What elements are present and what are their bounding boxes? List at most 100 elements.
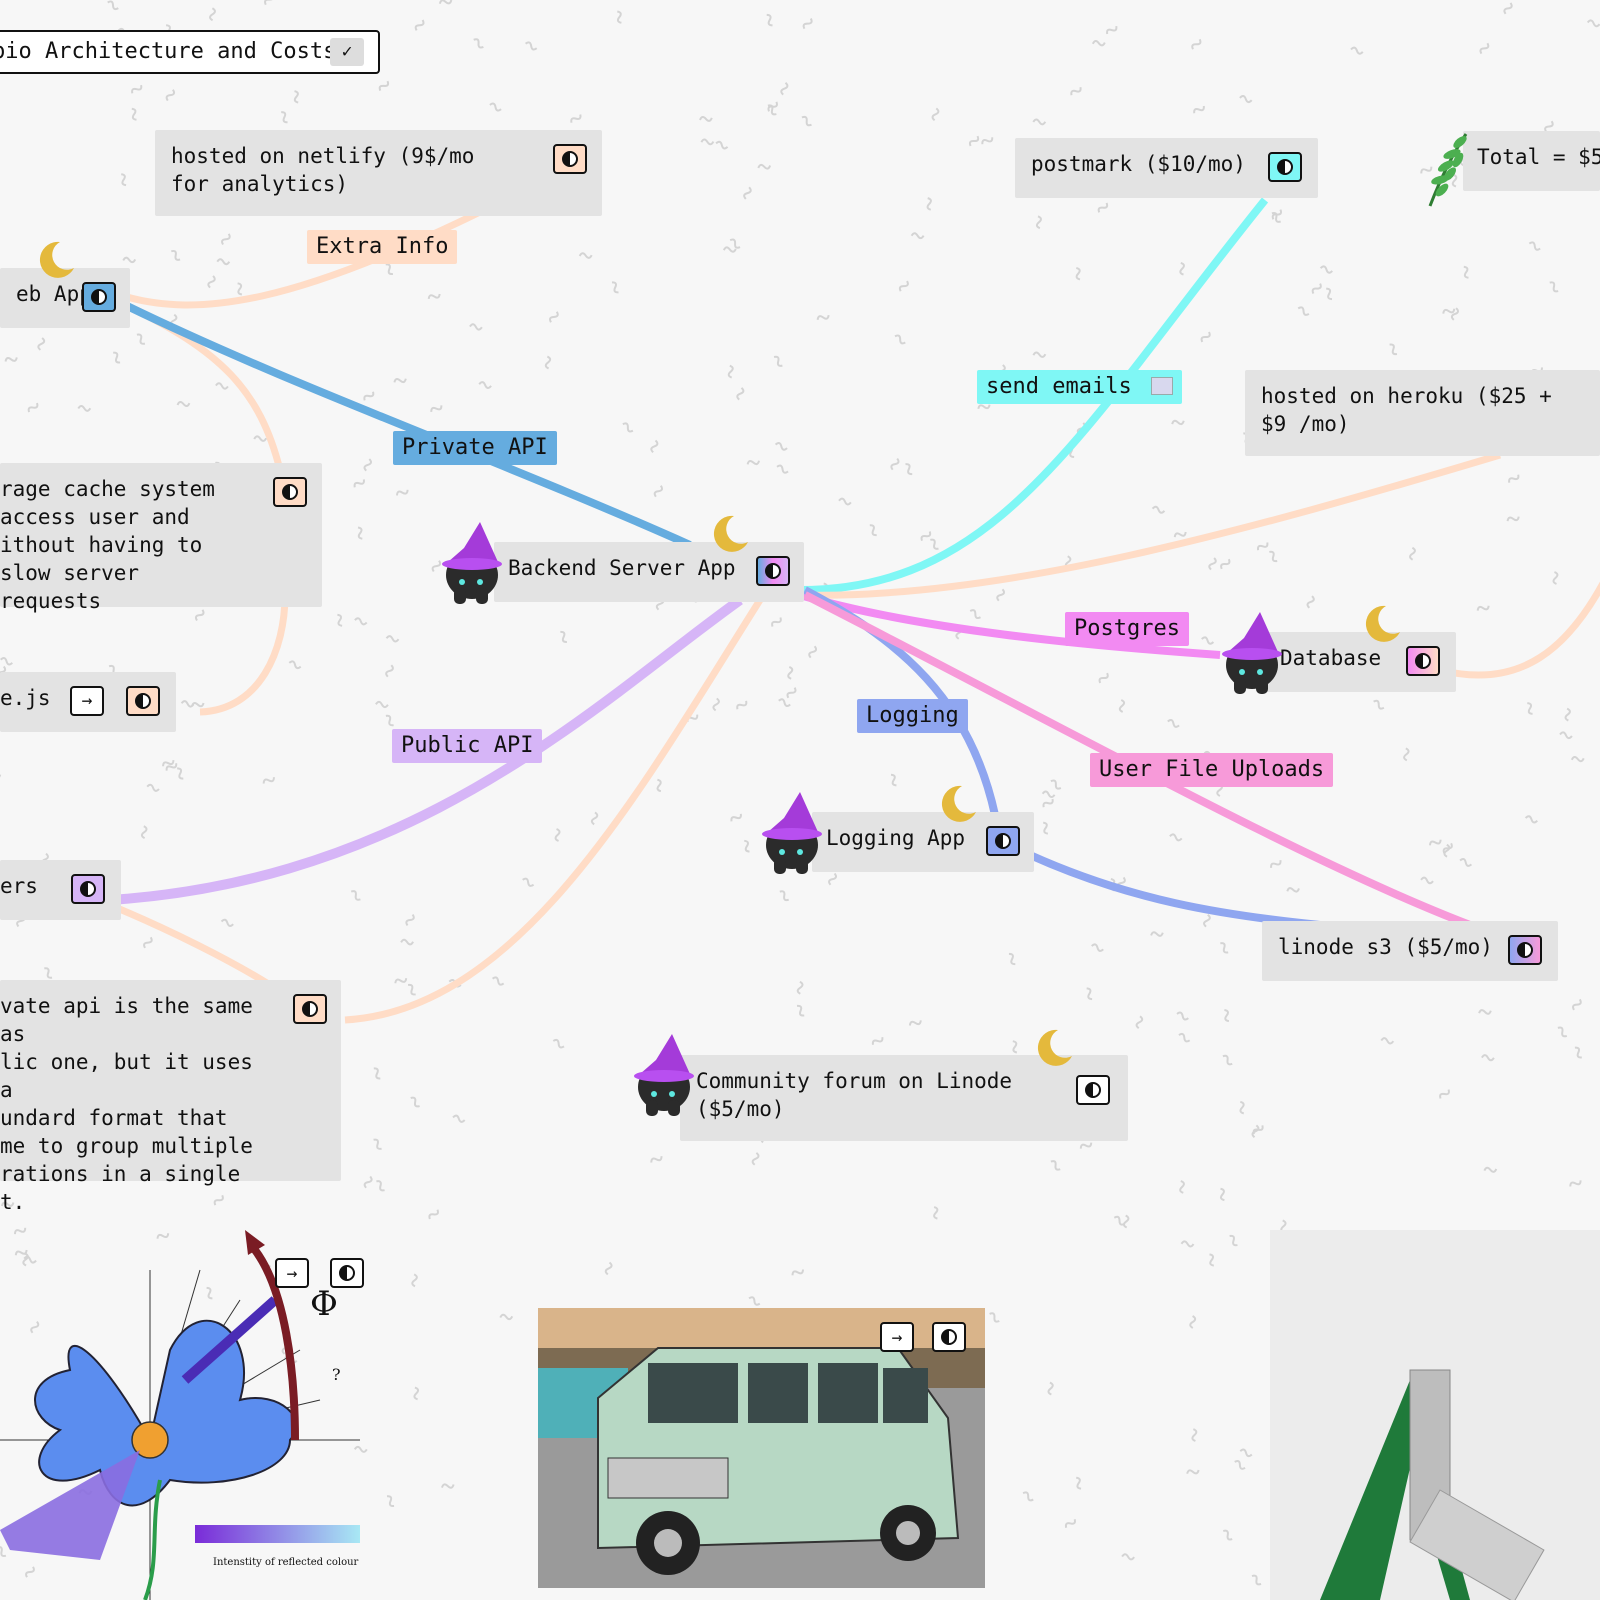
squiggle-decoration — [616, 10, 622, 24]
squiggle-decoration — [1569, 1180, 1582, 1187]
van-photo-image[interactable] — [538, 1308, 985, 1588]
node-heroku[interactable]: hosted on heroku ($25 + $9 /mo) — [1245, 370, 1600, 456]
node-community-forum[interactable]: Community forum on Linode ($5/mo) — [680, 1055, 1128, 1141]
squiggle-decoration — [264, 0, 275, 6]
label-send-emails[interactable]: send emails — [977, 370, 1182, 404]
board-title[interactable]: bio Architecture and Costs ✓ — [0, 30, 380, 74]
squiggle-decoration — [1269, 550, 1278, 563]
squiggle-decoration — [996, 588, 1006, 602]
squiggle-decoration — [1042, 798, 1054, 808]
node-linode-s3[interactable]: linode s3 ($5/mo) — [1262, 921, 1558, 981]
squiggle-decoration — [1506, 516, 1520, 522]
squiggle-decoration — [165, 89, 176, 102]
contrast-icon[interactable] — [932, 1322, 966, 1352]
contrast-icon[interactable] — [756, 556, 790, 586]
note-line: lic one, but it uses a — [0, 1050, 253, 1102]
squiggle-decoration — [431, 560, 442, 573]
witch-cat-icon — [762, 792, 822, 874]
node-nodejs[interactable]: e.js → — [0, 672, 176, 732]
arrow-right-icon[interactable]: → — [275, 1258, 309, 1288]
squiggle-decoration — [1234, 1459, 1246, 1470]
arrow-right-icon[interactable]: → — [880, 1322, 914, 1352]
squiggle-decoration — [554, 828, 561, 842]
contrast-icon[interactable] — [1076, 1075, 1110, 1105]
squiggle-decoration — [828, 872, 838, 886]
node-database[interactable]: Database — [1258, 632, 1456, 692]
node-total[interactable]: Total = $5 — [1463, 131, 1600, 191]
node-cache-system[interactable]: rage cache system access user and ithout… — [0, 463, 322, 613]
squiggle-decoration — [180, 700, 195, 708]
contrast-icon[interactable] — [71, 874, 105, 904]
contrast-icon[interactable] — [1508, 935, 1542, 965]
squiggle-decoration — [653, 485, 663, 498]
squiggle-decoration — [489, 102, 502, 112]
edge-backend-heroku — [799, 451, 1502, 599]
squiggle-decoration — [1222, 1529, 1233, 1541]
node-web-app[interactable]: eb App — [0, 268, 130, 328]
squiggle-decoration — [700, 138, 715, 146]
label-private-api[interactable]: Private API — [393, 431, 557, 465]
label-postgres[interactable]: Postgres — [1065, 612, 1189, 646]
edge-webapp-cache — [123, 301, 284, 471]
squiggle-decoration — [376, 1180, 385, 1192]
squiggle-decoration — [1191, 38, 1202, 50]
node-backend-server[interactable]: Backend Server App — [494, 542, 804, 602]
node-postmark[interactable]: postmark ($10/mo) — [1015, 138, 1318, 198]
squiggle-decoration — [1208, 557, 1217, 571]
squiggle-decoration — [216, 258, 231, 266]
contrast-icon[interactable] — [82, 282, 116, 312]
moon-icon — [1037, 1029, 1072, 1066]
label-logging[interactable]: Logging — [857, 699, 968, 733]
node-private-api-note[interactable]: vate api is the same as lic one, but it … — [0, 980, 341, 1214]
squiggle-decoration — [1252, 1125, 1264, 1135]
squiggle-decoration — [428, 1209, 439, 1220]
squiggle-decoration — [1150, 931, 1164, 937]
arrow-right-icon[interactable]: → — [70, 686, 104, 716]
squiggle-decoration — [736, 700, 748, 710]
squiggle-decoration — [1070, 86, 1082, 96]
squiggle-decoration — [894, 334, 906, 345]
squiggle-decoration — [910, 232, 925, 240]
squiggle-decoration — [1229, 1234, 1238, 1247]
label-extra-info[interactable]: Extra Info — [307, 230, 458, 264]
contrast-icon[interactable] — [330, 1258, 364, 1288]
squiggle-decoration — [413, 1386, 420, 1401]
contrast-icon[interactable] — [126, 686, 160, 716]
contrast-icon[interactable] — [1268, 152, 1302, 182]
label-public-api[interactable]: Public API — [392, 729, 543, 763]
contrast-icon[interactable] — [553, 144, 587, 174]
squiggle-decoration — [1032, 118, 1047, 126]
node-logging-app[interactable]: Logging App — [812, 812, 1034, 872]
squiggle-decoration — [357, 526, 363, 540]
squiggle-decoration — [1035, 215, 1042, 230]
squiggle-decoration — [1478, 1009, 1492, 1015]
squiggle-decoration — [411, 1273, 418, 1288]
squiggle-decoration — [354, 617, 368, 626]
squiggle-decoration — [430, 405, 443, 412]
squiggle-decoration — [400, 938, 414, 946]
label-user-file-uploads[interactable]: User File Uploads — [1090, 753, 1334, 787]
contrast-icon[interactable] — [273, 477, 307, 507]
squiggle-decoration — [890, 457, 900, 471]
contrast-icon[interactable] — [293, 994, 327, 1024]
label-send-emails-text: send emails — [986, 374, 1132, 399]
squiggle-decoration — [1121, 1553, 1135, 1561]
node-users[interactable]: ers — [0, 860, 121, 920]
node-netlify[interactable]: hosted on netlify (9$/mo for analytics) — [155, 130, 602, 216]
contrast-icon[interactable] — [1406, 646, 1440, 676]
squiggle-decoration — [522, 877, 535, 887]
squiggle-decoration — [165, 763, 178, 771]
flower-diagram-image[interactable]: Φ ? Intenstity of reflected colour — [0, 1230, 390, 1600]
squiggle-decoration — [1186, 1469, 1200, 1475]
node-web-app-text: eb App — [16, 282, 92, 306]
squiggle-decoration — [744, 839, 750, 853]
squiggle-decoration — [774, 442, 788, 451]
squiggle-decoration — [121, 173, 127, 187]
robot-arm-image[interactable] — [1270, 1230, 1600, 1600]
squiggle-decoration — [808, 645, 818, 659]
squiggle-decoration — [786, 687, 797, 699]
contrast-icon[interactable] — [986, 826, 1020, 856]
check-icon[interactable]: ✓ — [330, 38, 364, 66]
squiggle-decoration — [1326, 287, 1333, 301]
squiggle-decoration — [492, 976, 505, 986]
